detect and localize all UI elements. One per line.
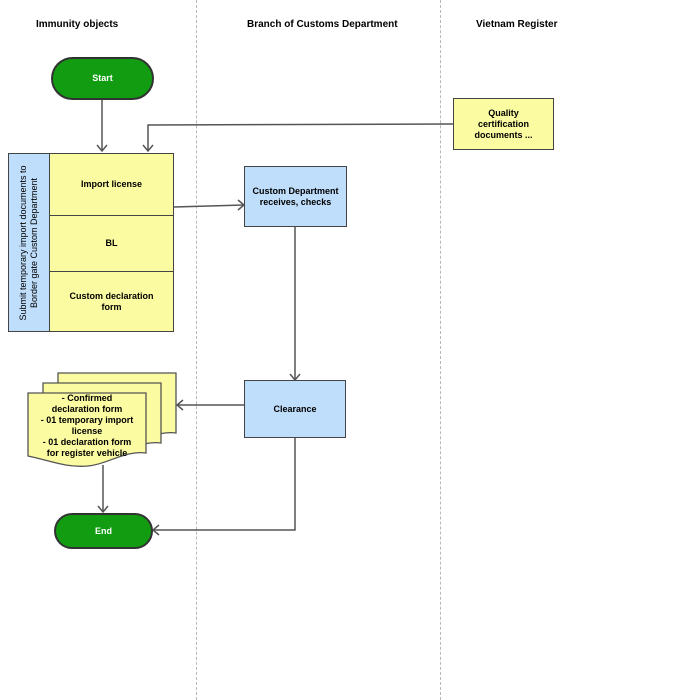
document-line-4: license	[71, 426, 103, 436]
customs-receives-node: Custom Department receives, checks	[244, 166, 347, 227]
quality-certification-node: Quality certification documents ...	[453, 98, 554, 150]
document-line-6: for register vehicle	[46, 448, 128, 458]
multi-document-shape	[27, 372, 177, 467]
connector-license-to-customs	[173, 204, 245, 208]
document-line-5: - 01 declaration form	[42, 437, 132, 447]
bl-node: BL	[49, 215, 174, 272]
custom-declaration-node: Custom declaration form	[49, 271, 174, 332]
lane-title-register: Vietnam Register	[476, 19, 558, 30]
clearance-node: Clearance	[244, 380, 346, 438]
connector-clearance-to-end	[153, 438, 296, 531]
submit-documents-label: Submit temporary import documents to Bor…	[8, 153, 50, 332]
lane-divider-2	[440, 0, 441, 700]
document-line-2: declaration form	[51, 404, 123, 414]
end-node: End	[54, 513, 153, 549]
start-node: Start	[51, 57, 154, 100]
arrowhead-license	[96, 144, 108, 153]
connector-quality-to-import	[147, 123, 454, 151]
arrowhead-quality	[142, 144, 154, 153]
document-line-3: - 01 temporary import	[40, 415, 134, 425]
arrowhead-end	[97, 505, 109, 514]
arrowhead-document	[175, 399, 184, 411]
submit-documents-text: Submit temporary import documents to Bor…	[18, 164, 39, 321]
document-line-1: - Confirmed	[61, 393, 113, 403]
document-text: - Confirmed declaration form - 01 tempor…	[30, 393, 144, 459]
lane-title-immunity: Immunity objects	[36, 19, 119, 30]
arrowhead-end-2	[151, 524, 160, 536]
lane-divider-1	[196, 0, 197, 700]
import-license-node: Import license	[49, 153, 174, 216]
lane-title-customs: Branch of Customs Department	[247, 19, 398, 30]
